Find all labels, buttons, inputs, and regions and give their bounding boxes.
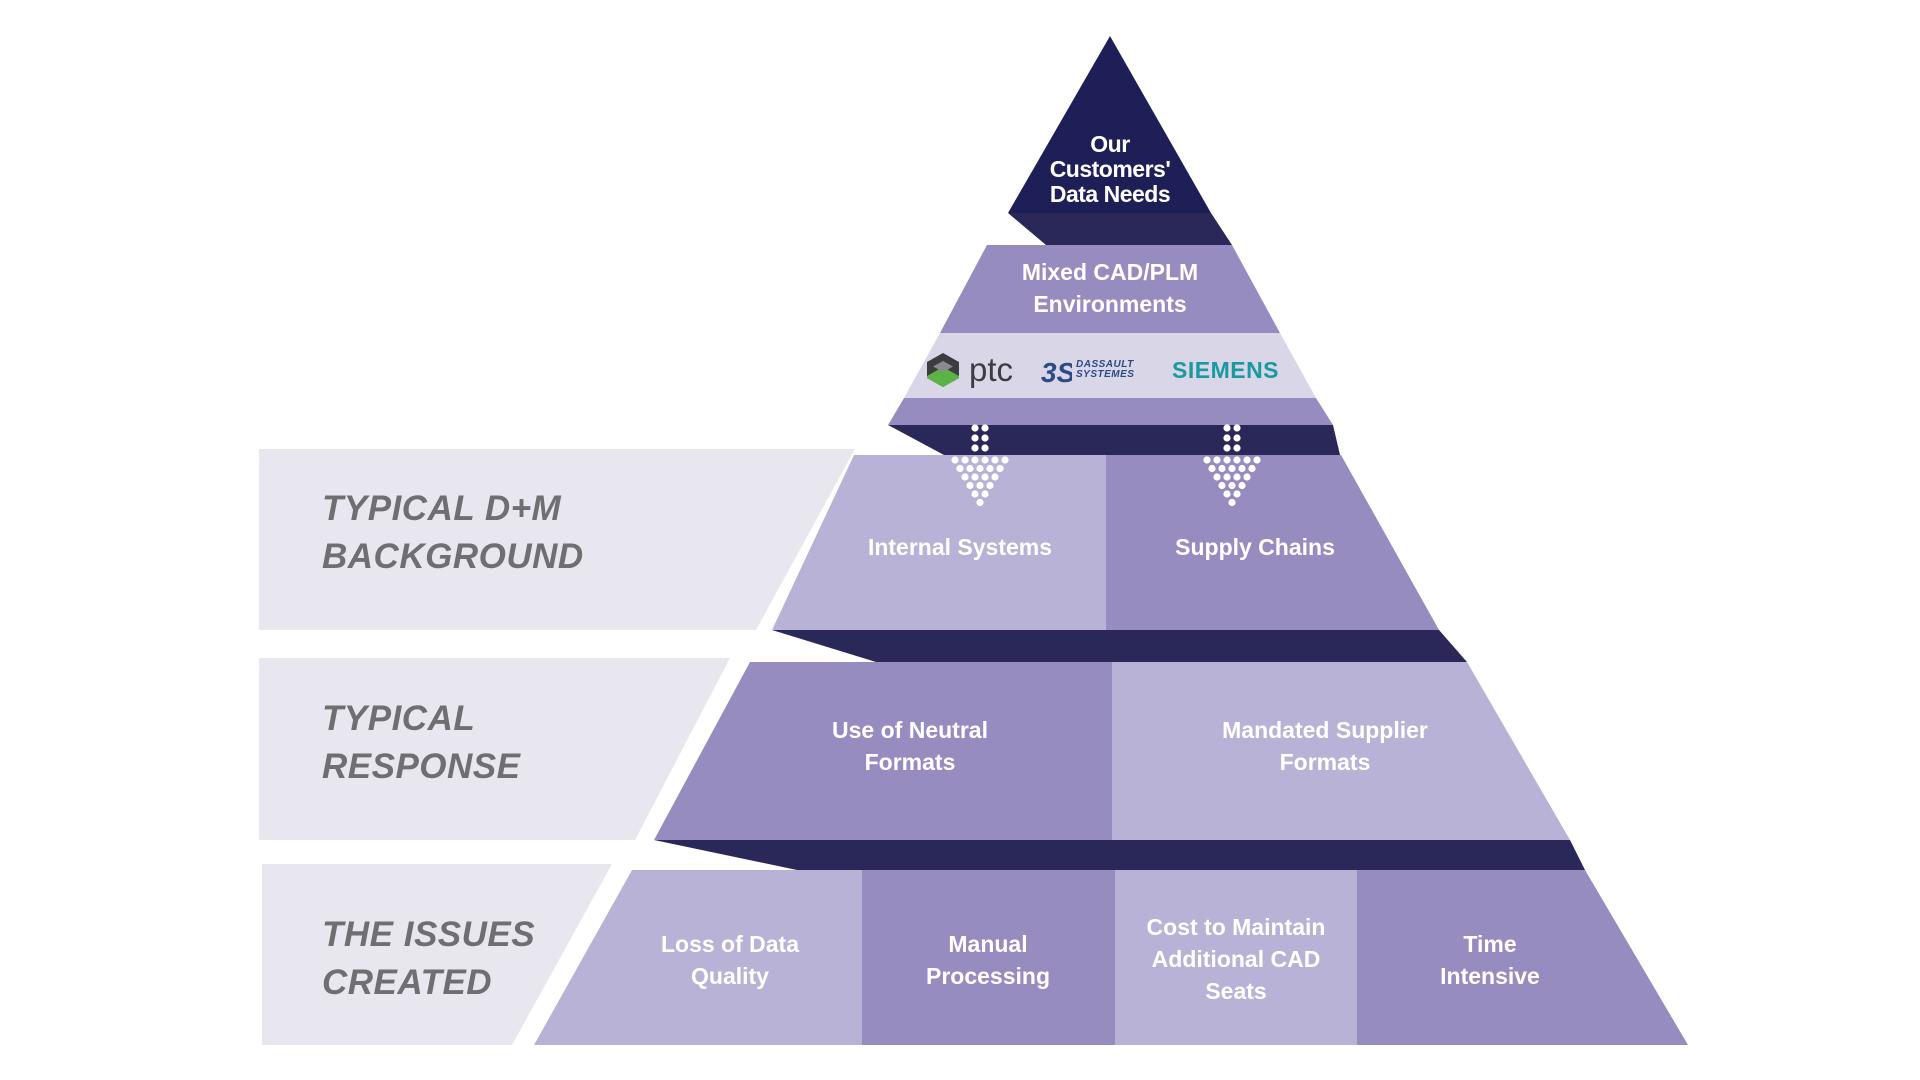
arrow-dot <box>991 473 999 481</box>
arrow-dot <box>1223 456 1231 464</box>
arrow-dot <box>981 424 989 432</box>
svg-text:3S: 3S <box>1041 357 1072 388</box>
environments-tier <box>940 245 1280 333</box>
arrow-dot <box>1218 481 1226 490</box>
band-below-background <box>772 630 1467 662</box>
arrow-dot <box>981 456 989 464</box>
time-intensive-label: Time Intensive <box>1440 931 1540 989</box>
supplier-formats-cell <box>1112 662 1570 840</box>
ptc-logo: ptc <box>925 350 1013 390</box>
label-panel-response <box>259 658 730 840</box>
apex-triangle <box>1008 36 1211 213</box>
arrow-dot <box>966 464 974 473</box>
arrow-dot <box>991 456 999 464</box>
apex-title: Our Customers' Data Needs <box>1049 131 1171 207</box>
arrow-dot <box>1233 473 1241 481</box>
arrow-dot <box>1233 434 1241 442</box>
arrow-dot <box>986 464 994 473</box>
arrow-dot <box>1233 424 1241 432</box>
supply-chains-cell <box>1106 455 1439 630</box>
arrow-dot <box>971 434 979 442</box>
down-arrow-icon <box>951 424 1009 507</box>
arrow-dot <box>976 498 984 507</box>
label-typical-response: TYPICAL RESPONSE <box>322 699 521 786</box>
arrow-dot <box>1238 481 1246 490</box>
arrow-dot <box>966 481 974 490</box>
arrow-dot <box>1223 424 1231 432</box>
arrow-dot <box>971 490 979 498</box>
manual-processing-label: Manual Processing <box>926 931 1050 989</box>
arrow-dot <box>1203 456 1211 464</box>
manual-processing-cell <box>862 870 1115 1045</box>
arrow-dot <box>996 464 1004 473</box>
arrow-dot <box>976 481 984 490</box>
arrow-dot <box>1001 456 1009 464</box>
arrow-dot <box>981 473 989 481</box>
arrow-dot <box>976 464 984 473</box>
arrow-dot <box>1228 481 1236 490</box>
arrow-dot <box>1223 444 1231 452</box>
arrow-dot <box>1228 498 1236 507</box>
label-typical-background: TYPICAL D+M BACKGROUND <box>322 489 584 576</box>
arrow-dot <box>981 490 989 498</box>
siemens-logo: SIEMENS <box>1172 357 1280 383</box>
label-issues-created: THE ISSUES CREATED <box>322 915 536 1002</box>
band-below-environments <box>888 425 1340 455</box>
data-quality-cell <box>534 870 862 1045</box>
neutral-formats-label: Use of Neutral Formats <box>832 717 988 775</box>
internal-systems-cell <box>772 455 1106 630</box>
arrow-dot <box>1233 456 1241 464</box>
arrow-dot <box>1228 464 1236 473</box>
arrow-dot <box>951 456 959 464</box>
arrow-dot <box>981 444 989 452</box>
arrow-dot <box>1243 473 1251 481</box>
internal-systems-label: Internal Systems <box>867 534 1053 560</box>
cad-seats-label: Cost to Maintain Additional CAD Seats <box>1146 914 1326 1004</box>
dassault-3ds-icon: 3S <box>1041 357 1072 388</box>
arrow-dot <box>1213 456 1221 464</box>
dassault-logo: 3S DASSAULT SYSTEMES <box>1040 350 1134 390</box>
arrow-dot <box>986 481 994 490</box>
time-intensive-cell <box>1357 870 1688 1045</box>
cad-seats-cell <box>1115 870 1357 1045</box>
arrow-dot <box>1223 473 1231 481</box>
band-below-apex <box>1008 213 1232 245</box>
arrow-dot <box>971 424 979 432</box>
neutral-formats-cell <box>654 662 1112 840</box>
arrow-dot <box>1238 464 1246 473</box>
arrow-dot <box>1223 434 1231 442</box>
label-panel-issues <box>262 864 612 1045</box>
arrow-dot <box>1208 464 1216 473</box>
arrow-dot <box>961 473 969 481</box>
label-panel-background <box>259 449 855 630</box>
supplier-formats-label: Mandated Supplier Formats <box>1222 717 1428 775</box>
arrow-dot <box>971 444 979 452</box>
arrow-dot <box>971 456 979 464</box>
arrow-dot <box>956 464 964 473</box>
arrow-dot <box>1218 464 1226 473</box>
arrow-dot <box>1213 473 1221 481</box>
arrow-dot <box>1233 490 1241 498</box>
arrow-dot <box>971 473 979 481</box>
supply-chains-label: Supply Chains <box>1175 534 1335 560</box>
arrow-dot <box>1223 490 1231 498</box>
arrow-dot <box>961 456 969 464</box>
ptc-hexagon-icon <box>927 353 959 387</box>
environments-base <box>888 398 1333 425</box>
arrow-dot <box>1253 456 1261 464</box>
arrow-dot <box>1233 444 1241 452</box>
environments-title: Mixed CAD/PLM Environments <box>1021 259 1199 317</box>
band-below-response <box>654 840 1585 870</box>
arrow-dot <box>1243 456 1251 464</box>
down-arrow-icon <box>1203 424 1261 507</box>
data-quality-label: Loss of Data Quality <box>660 931 800 989</box>
logo-band <box>904 333 1316 398</box>
arrow-dot <box>1248 464 1256 473</box>
arrow-dot <box>981 434 989 442</box>
